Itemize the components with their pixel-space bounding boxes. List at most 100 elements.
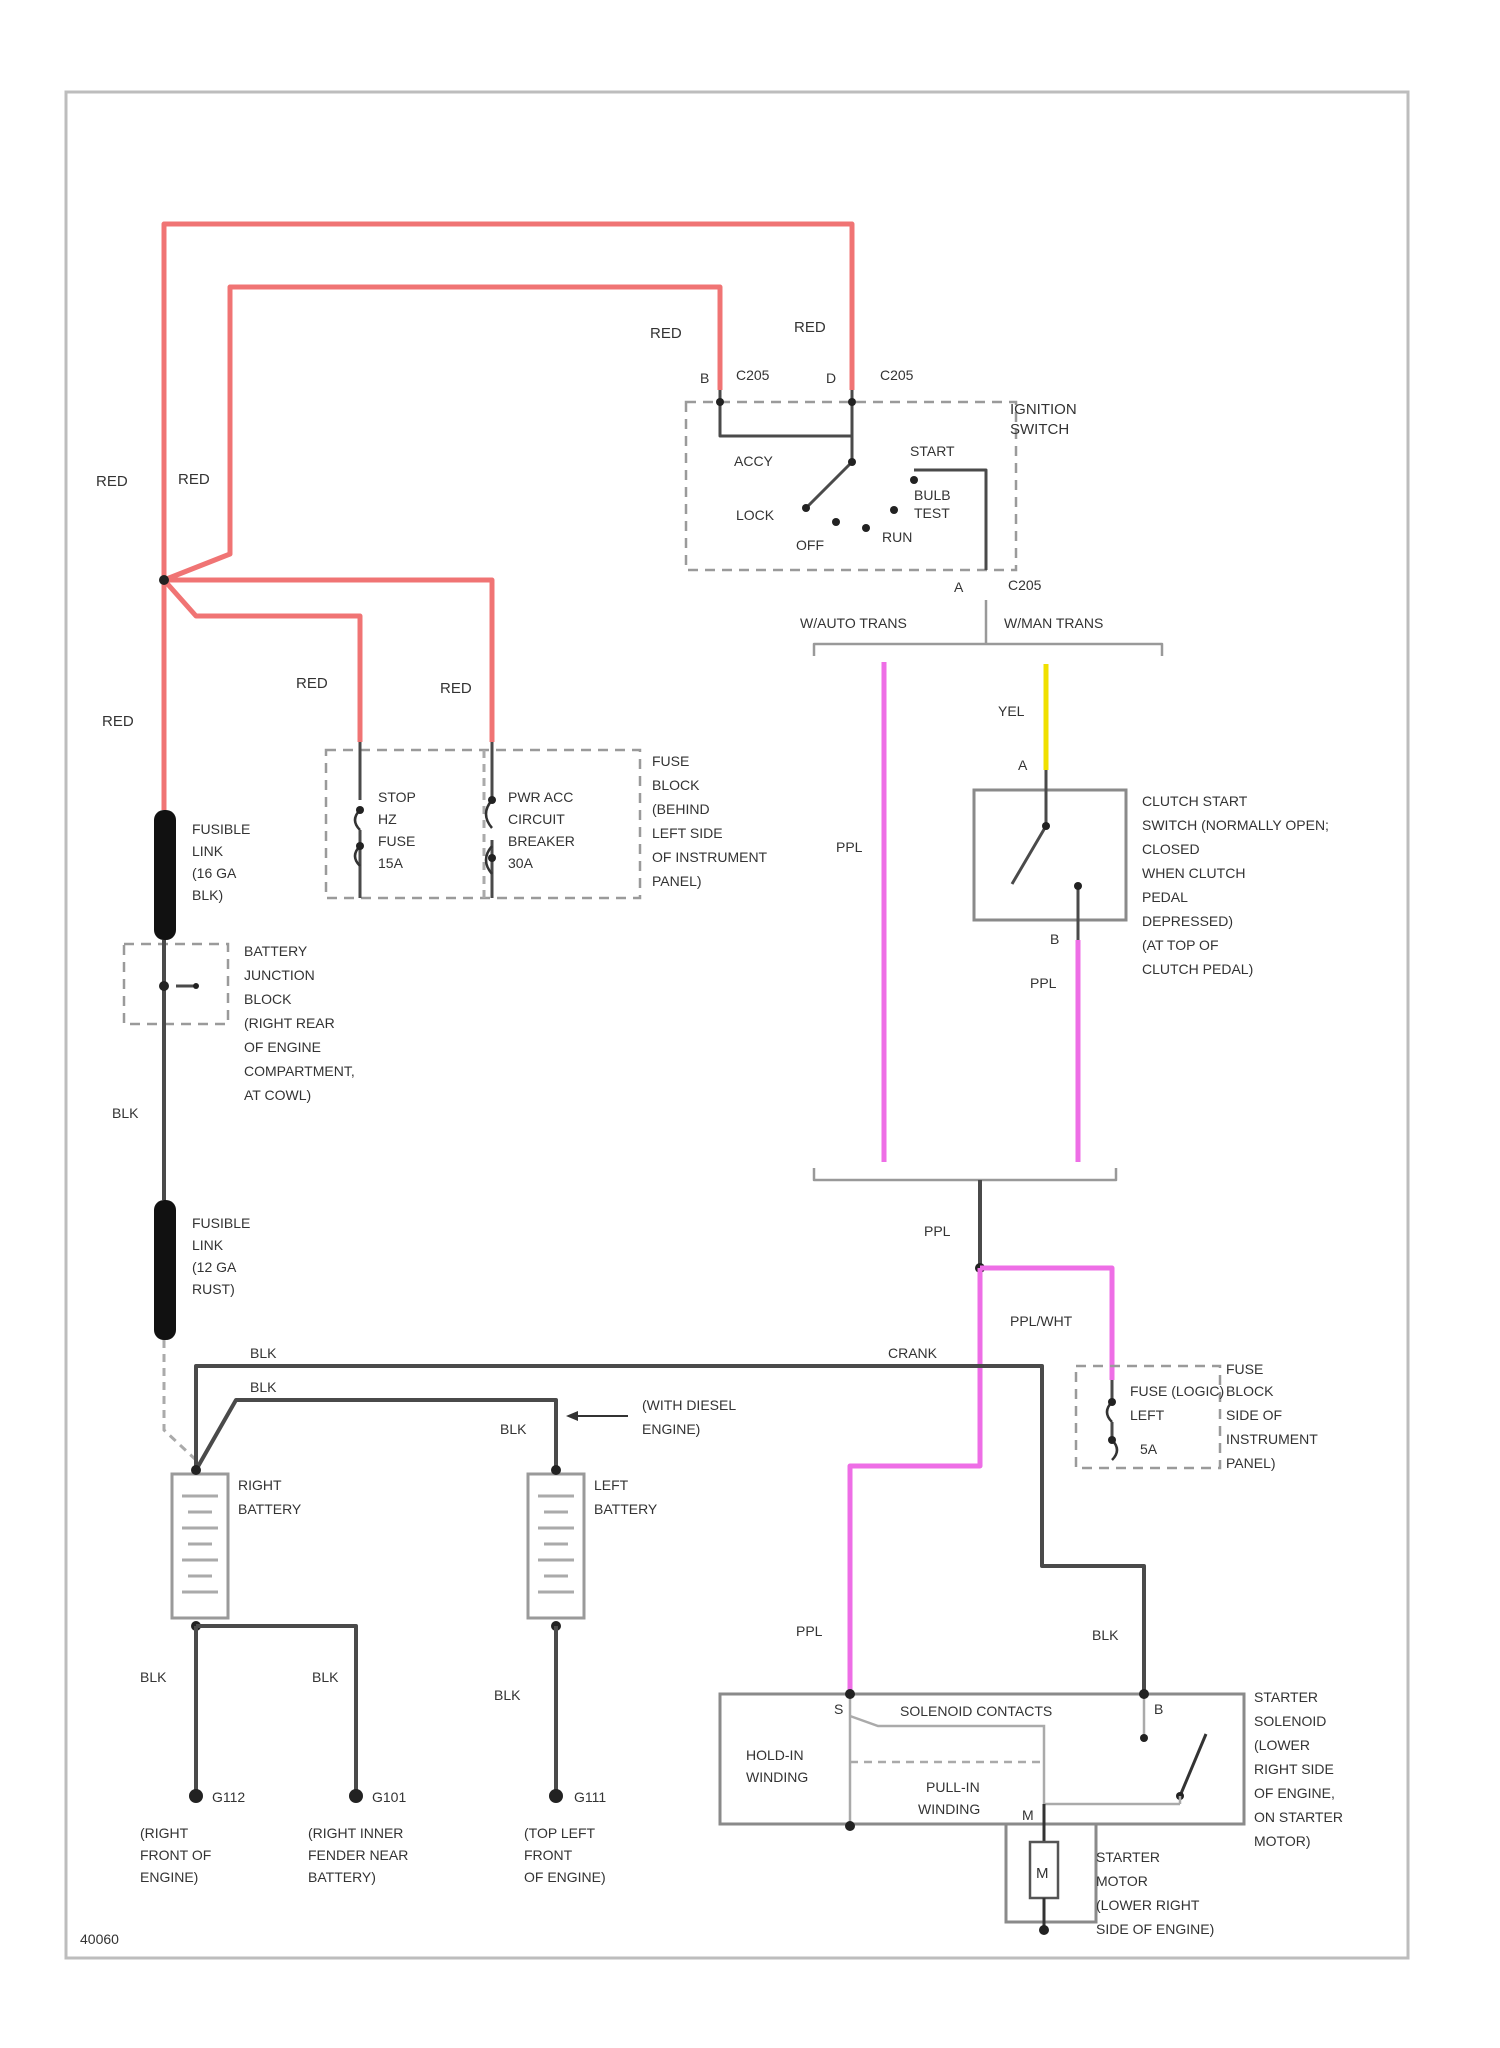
fusible-link-1 — [154, 810, 176, 940]
starter-motor-box — [1006, 1824, 1096, 1922]
wire-label-blk-8: BLK — [494, 1687, 521, 1703]
pin-d: D — [826, 370, 836, 386]
starter-motor-m: M — [1036, 1865, 1049, 1882]
wire-label-crank: CRANK — [888, 1345, 938, 1361]
left-battery — [528, 1465, 584, 1631]
svg-text:BLOCK: BLOCK — [1226, 1383, 1274, 1399]
wire-label-yel: YEL — [998, 703, 1025, 719]
svg-text:FUSE: FUSE — [652, 753, 689, 769]
svg-text:PANEL): PANEL) — [652, 873, 702, 889]
svg-text:SIDE OF: SIDE OF — [1226, 1407, 1282, 1423]
trans-bracket — [814, 644, 1162, 656]
pin-a: A — [954, 579, 964, 595]
pull-in-1: PULL-IN — [926, 1779, 980, 1795]
wire-label-blk-6: BLK — [140, 1669, 167, 1685]
wire-label-red-4: RED — [794, 319, 826, 336]
pos-lock: LOCK — [736, 507, 775, 523]
fusible-link-2-desc: FUSIBLE LINK (12 GA RUST) — [192, 1215, 250, 1297]
ground-g101-desc: (RIGHT INNER FENDER NEAR BATTERY) — [308, 1825, 408, 1885]
wire-label-blk-4: BLK — [500, 1421, 527, 1437]
wire-label-ppl-2: PPL — [1030, 975, 1057, 991]
stop-fuse-1: STOP — [378, 789, 416, 805]
wire-label-blk-7: BLK — [312, 1669, 339, 1685]
stop-fuse-2: HZ — [378, 811, 397, 827]
splice-red — [159, 575, 169, 585]
ignition-switch-title-1: IGNITION — [1010, 401, 1077, 418]
crank-wire — [196, 1366, 1144, 1694]
hold-in-1: HOLD-IN — [746, 1747, 804, 1763]
svg-text:FUSIBLE: FUSIBLE — [192, 1215, 250, 1231]
wire-label-ppl-4: PPL — [796, 1623, 823, 1639]
pink-wire-solenoid — [850, 1268, 980, 1694]
wire-label-ppl-1: PPL — [836, 839, 863, 855]
svg-text:LINK: LINK — [192, 1237, 224, 1253]
svg-text:FUSE: FUSE — [1226, 1361, 1263, 1377]
clutch-switch-contacts — [1012, 770, 1082, 940]
ground-label-g111: G111 — [574, 1789, 606, 1805]
pin-b-clutch: B — [1050, 931, 1059, 947]
svg-text:FRONT OF: FRONT OF — [140, 1847, 211, 1863]
fuse-logic-left: LEFT — [1130, 1407, 1165, 1423]
fusible-link-2 — [154, 1200, 176, 1340]
connector-c205-3: C205 — [1008, 577, 1042, 593]
ground-g101 — [349, 1789, 363, 1803]
pos-run: RUN — [882, 529, 912, 545]
svg-text:MOTOR): MOTOR) — [1254, 1833, 1311, 1849]
pin-a-clutch: A — [1018, 757, 1028, 773]
wire-label-blk-2: BLK — [250, 1345, 277, 1361]
svg-text:BLOCK: BLOCK — [244, 991, 292, 1007]
svg-text:STARTER: STARTER — [1254, 1689, 1318, 1705]
solenoid-pin-s: S — [834, 1701, 843, 1717]
fusible-link-2-lead — [164, 1340, 196, 1460]
svg-text:MOTOR: MOTOR — [1096, 1873, 1148, 1889]
svg-text:FRONT: FRONT — [524, 1847, 573, 1863]
join-bracket — [814, 1168, 1116, 1180]
svg-text:(RIGHT INNER: (RIGHT INNER — [308, 1825, 403, 1841]
ignition-switch-contacts — [716, 390, 986, 570]
svg-text:PEDAL: PEDAL — [1142, 889, 1188, 905]
svg-text:SWITCH (NORMALLY OPEN;: SWITCH (NORMALLY OPEN; — [1142, 817, 1329, 833]
pos-accy: ACCY — [734, 453, 774, 469]
svg-text:SOLENOID: SOLENOID — [1254, 1713, 1326, 1729]
svg-text:OF ENGINE: OF ENGINE — [244, 1039, 321, 1055]
pwr-breaker-3: BREAKER — [508, 833, 575, 849]
pos-start: START — [910, 443, 955, 459]
svg-text:RIGHT SIDE: RIGHT SIDE — [1254, 1761, 1334, 1777]
svg-text:JUNCTION: JUNCTION — [244, 967, 315, 983]
svg-text:BLOCK: BLOCK — [652, 777, 700, 793]
solenoid-pin-b: B — [1154, 1701, 1163, 1717]
svg-text:(BEHIND: (BEHIND — [652, 801, 710, 817]
clutch-switch-desc: CLUTCH START SWITCH (NORMALLY OPEN; CLOS… — [1142, 793, 1329, 977]
fuse-logic-label: FUSE (LOGIC) — [1130, 1383, 1224, 1399]
figure-id: 40060 — [80, 1931, 119, 1947]
svg-text:RUST): RUST) — [192, 1281, 235, 1297]
svg-text:(16 GA: (16 GA — [192, 865, 237, 881]
stop-fuse-4: 15A — [378, 855, 404, 871]
wire-label-red-2: RED — [178, 471, 210, 488]
ground-g111 — [549, 1789, 563, 1803]
wire-label-red-6: RED — [440, 680, 472, 697]
ground-g111-desc: (TOP LEFT FRONT OF ENGINE) — [524, 1825, 606, 1885]
fuse-block-desc: FUSE BLOCK (BEHIND LEFT SIDE OF INSTRUME… — [652, 753, 768, 889]
w-auto-trans: W/AUTO TRANS — [800, 615, 907, 631]
starter-motor-desc: STARTER MOTOR (LOWER RIGHT SIDE OF ENGIN… — [1096, 1849, 1214, 1937]
pos-bulb-test-2: TEST — [914, 505, 950, 521]
diesel-note-2: ENGINE) — [642, 1421, 700, 1437]
svg-text:FENDER NEAR: FENDER NEAR — [308, 1847, 408, 1863]
wire-label-ppl-3: PPL — [924, 1223, 951, 1239]
hold-in-2: WINDING — [746, 1769, 808, 1785]
svg-text:BLK): BLK) — [192, 887, 223, 903]
svg-text:(12 GA: (12 GA — [192, 1259, 237, 1275]
pin-b: B — [700, 370, 709, 386]
pull-in-2: WINDING — [918, 1801, 980, 1817]
svg-text:COMPARTMENT,: COMPARTMENT, — [244, 1063, 355, 1079]
ground-label-g101: G101 — [372, 1789, 406, 1805]
svg-text:ON STARTER: ON STARTER — [1254, 1809, 1343, 1825]
svg-text:DEPRESSED): DEPRESSED) — [1142, 913, 1233, 929]
pos-off: OFF — [796, 537, 824, 553]
svg-text:AT COWL): AT COWL) — [244, 1087, 311, 1103]
left-battery-label-2: BATTERY — [594, 1501, 658, 1517]
svg-text:OF ENGINE,: OF ENGINE, — [1254, 1785, 1335, 1801]
svg-text:BATTERY): BATTERY) — [308, 1869, 376, 1885]
